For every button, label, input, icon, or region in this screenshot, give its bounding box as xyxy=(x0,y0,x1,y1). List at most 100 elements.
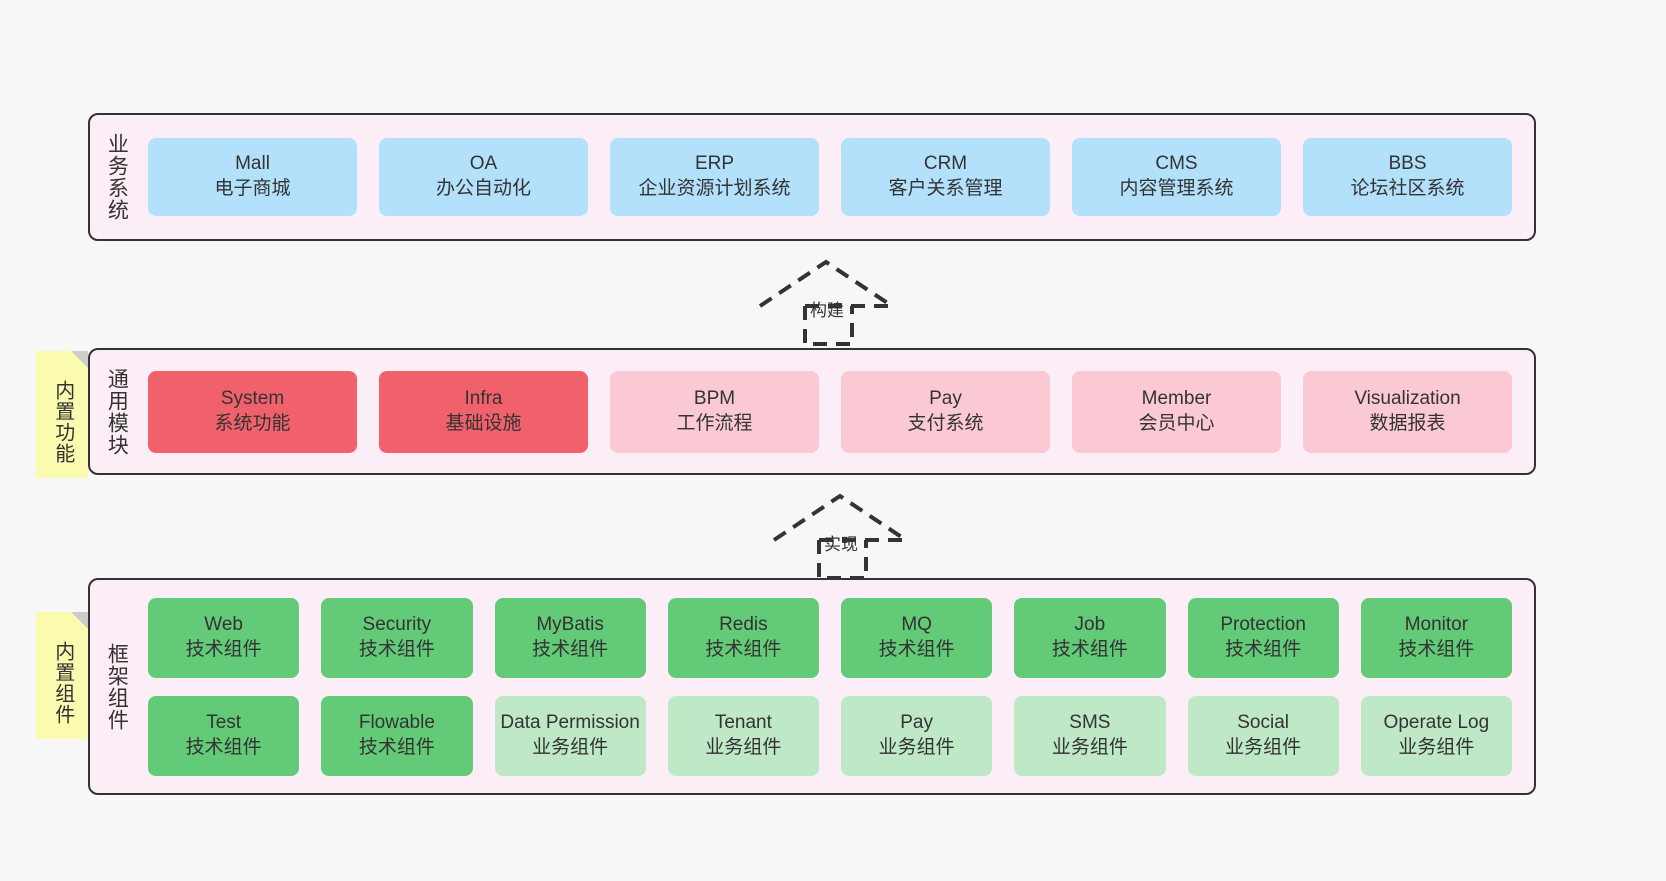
card-title: Pay xyxy=(929,387,962,409)
card-title: Social xyxy=(1237,711,1289,733)
card-subtitle: 技术组件 xyxy=(1225,638,1302,660)
card-subtitle: 业务组件 xyxy=(878,736,955,758)
card-subtitle: 客户关系管理 xyxy=(888,178,1003,199)
card-title: ERP xyxy=(694,153,735,175)
card-subtitle: 办公自动化 xyxy=(435,178,531,199)
card-member[interactable]: Member 会员中心 xyxy=(1072,370,1281,453)
card-subtitle: 技术组件 xyxy=(1051,638,1128,660)
card-operate-log[interactable]: Operate Log 业务组件 xyxy=(1360,695,1512,776)
note-tag-builtin-features: 内置功能 xyxy=(36,351,88,478)
card-subtitle: 技术组件 xyxy=(878,638,955,660)
card-subtitle: 系统功能 xyxy=(214,412,291,434)
card-flowable[interactable]: Flowable 技术组件 xyxy=(321,695,473,776)
card-bpm[interactable]: BPM 工作流程 xyxy=(610,370,819,453)
card-sms[interactable]: SMS 业务组件 xyxy=(1014,695,1166,776)
arrowhead-triangle-open xyxy=(758,259,894,308)
card-title: Monitor xyxy=(1404,613,1469,635)
card-subtitle: 技术组件 xyxy=(358,638,435,660)
note-tag-builtin-components: 内置组件 xyxy=(36,612,88,739)
card-subtitle: 技术组件 xyxy=(185,638,262,660)
card-system[interactable]: System 系统功能 xyxy=(148,370,357,453)
card-title: CMS xyxy=(1155,153,1198,175)
card-subtitle: 技术组件 xyxy=(358,736,435,758)
card-title: Job xyxy=(1074,613,1106,635)
card-job[interactable]: Job 技术组件 xyxy=(1014,597,1166,678)
card-test[interactable]: Test 技术组件 xyxy=(148,695,300,776)
card-monitor[interactable]: Monitor 技术组件 xyxy=(1360,597,1512,678)
card-subtitle: 工作流程 xyxy=(676,412,753,434)
card-title: System xyxy=(220,387,285,409)
card-subtitle: 业务组件 xyxy=(1051,736,1128,758)
card-visualization[interactable]: Visualization 数据报表 xyxy=(1303,370,1512,453)
card-title: Mall xyxy=(235,153,270,175)
card-title: Test xyxy=(206,711,242,733)
card-mall[interactable]: Mall 电子商城 xyxy=(148,138,357,216)
layer-title-business-system: 业务系统 xyxy=(105,133,129,221)
note-tag-label: 内置功能 xyxy=(51,379,74,464)
connector-stem xyxy=(817,540,868,580)
card-title: MQ xyxy=(901,613,932,635)
card-cms[interactable]: CMS 内容管理系统 xyxy=(1072,138,1281,216)
layer-business-system: 业务系统 Mall 电子商城 OA 办公自动化 ERP 企业资源计划系统 CRM xyxy=(88,113,1536,241)
layer-framework-component: 框架组件 Web 技术组件 Security 技术组件 MyBatis 技术组件… xyxy=(88,578,1536,795)
card-subtitle: 内容管理系统 xyxy=(1119,178,1234,199)
connector-stem xyxy=(803,306,854,346)
card-erp[interactable]: ERP 企业资源计划系统 xyxy=(610,138,819,216)
arrowhead-triangle-open xyxy=(772,493,908,542)
layer-common-module: 通用模块 System 系统功能 Infra 基础设施 BPM 工作流程 Pay xyxy=(88,348,1536,475)
card-mq[interactable]: MQ 技术组件 xyxy=(841,597,993,678)
layer-body-framework-component: Web 技术组件 Security 技术组件 MyBatis 技术组件 Redi… xyxy=(142,580,1534,793)
card-subtitle: 技术组件 xyxy=(1398,638,1475,660)
card-title: Infra xyxy=(464,387,503,409)
card-oa[interactable]: OA 办公自动化 xyxy=(379,138,588,216)
card-title: Protection xyxy=(1220,613,1306,635)
card-subtitle: 技术组件 xyxy=(185,736,262,758)
card-subtitle: 技术组件 xyxy=(705,638,782,660)
layer-title-framework-component: 框架组件 xyxy=(105,642,129,731)
card-web[interactable]: Web 技术组件 xyxy=(148,597,300,678)
card-infra[interactable]: Infra 基础设施 xyxy=(379,370,588,453)
card-title: Redis xyxy=(719,613,768,635)
card-subtitle: 企业资源计划系统 xyxy=(638,178,791,199)
card-crm[interactable]: CRM 客户关系管理 xyxy=(841,138,1050,216)
card-title: Tenant xyxy=(714,711,772,733)
layer-body-business-system: Mall 电子商城 OA 办公自动化 ERP 企业资源计划系统 CRM 客户关系… xyxy=(142,115,1534,239)
card-subtitle: 技术组件 xyxy=(532,638,609,660)
connector-build: 构建 xyxy=(758,258,898,346)
card-security[interactable]: Security 技术组件 xyxy=(321,597,473,678)
card-title: Visualization xyxy=(1354,387,1461,409)
card-title: MyBatis xyxy=(536,613,604,635)
card-title: Web xyxy=(204,613,243,635)
card-pay-component[interactable]: Pay 业务组件 xyxy=(841,695,993,776)
card-subtitle: 会员中心 xyxy=(1138,412,1215,434)
card-row: System 系统功能 Infra 基础设施 BPM 工作流程 Pay 支付系统… xyxy=(148,370,1512,453)
connector-implement: 实现 xyxy=(772,492,912,580)
layer-title-common-module: 通用模块 xyxy=(105,367,129,456)
card-redis[interactable]: Redis 技术组件 xyxy=(667,597,819,678)
card-subtitle: 数据报表 xyxy=(1369,412,1446,434)
card-subtitle: 基础设施 xyxy=(445,412,522,434)
card-protection[interactable]: Protection 技术组件 xyxy=(1187,597,1339,678)
card-title: BBS xyxy=(1388,153,1427,175)
card-title: Flowable xyxy=(358,711,435,733)
card-data-permission[interactable]: Data Permission 业务组件 xyxy=(494,695,646,776)
card-row: Mall 电子商城 OA 办公自动化 ERP 企业资源计划系统 CRM 客户关系… xyxy=(148,138,1512,216)
layer-body-common-module: System 系统功能 Infra 基础设施 BPM 工作流程 Pay 支付系统… xyxy=(142,350,1534,473)
card-social[interactable]: Social 业务组件 xyxy=(1187,695,1339,776)
card-title: BPM xyxy=(693,387,736,409)
card-title: SMS xyxy=(1069,711,1111,733)
card-title: Data Permission xyxy=(500,711,640,733)
card-title: Security xyxy=(362,613,432,635)
note-tag-label: 内置组件 xyxy=(51,640,74,725)
card-title: Member xyxy=(1141,387,1212,409)
card-subtitle: 业务组件 xyxy=(532,736,609,758)
card-subtitle: 业务组件 xyxy=(1225,736,1302,758)
card-mybatis[interactable]: MyBatis 技术组件 xyxy=(494,597,646,678)
card-tenant[interactable]: Tenant 业务组件 xyxy=(667,695,819,776)
card-subtitle: 业务组件 xyxy=(1398,736,1475,758)
connector-build-label: 构建 xyxy=(810,301,844,320)
card-row: Test 技术组件 Flowable 技术组件 Data Permission … xyxy=(148,695,1512,776)
card-subtitle: 业务组件 xyxy=(705,736,782,758)
card-bbs[interactable]: BBS 论坛社区系统 xyxy=(1303,138,1512,216)
card-pay[interactable]: Pay 支付系统 xyxy=(841,370,1050,453)
